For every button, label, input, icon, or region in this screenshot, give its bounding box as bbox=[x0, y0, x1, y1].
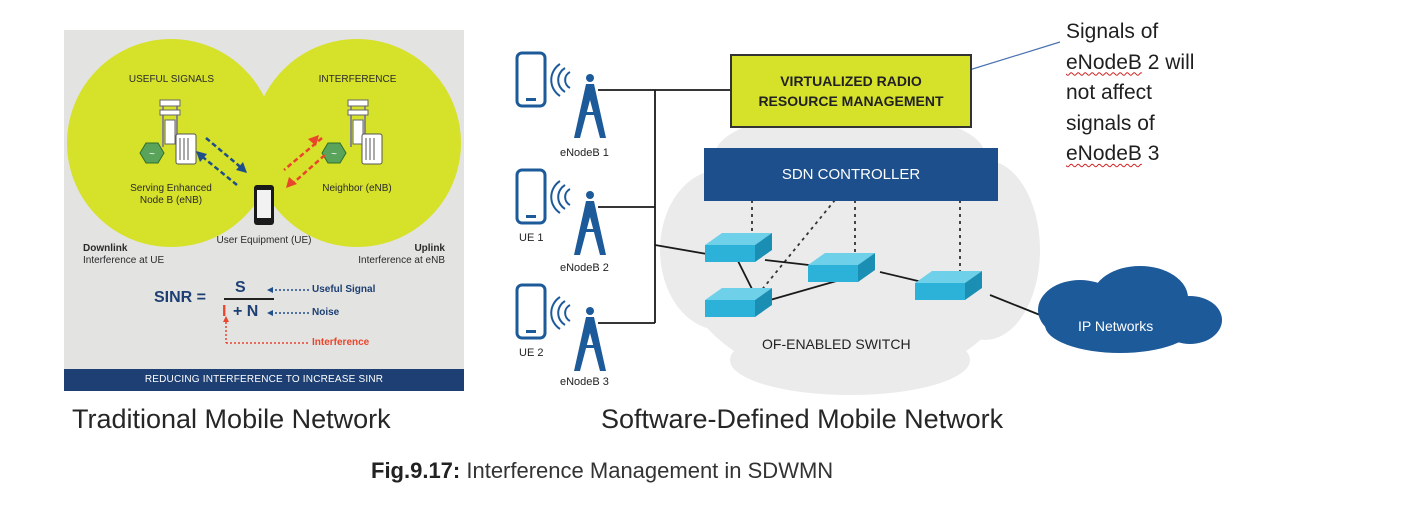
annotation-line-5-rest: 3 bbox=[1141, 142, 1160, 165]
useful-signal-arrows bbox=[198, 137, 245, 186]
noise-key: Noise bbox=[312, 307, 340, 318]
ue2-label: UE 2 bbox=[519, 347, 544, 359]
annotation-line-4: signals of bbox=[1066, 111, 1155, 135]
radio-wave-icons bbox=[550, 63, 571, 330]
uplink-subtitle: Interference at eNB bbox=[358, 255, 445, 266]
control-links bbox=[751, 199, 961, 293]
ip-networks-cloud bbox=[1038, 266, 1222, 353]
figure-number: Fig.9.17: bbox=[371, 458, 461, 483]
downlink-title: Downlink bbox=[83, 243, 128, 254]
phone-icon-3 bbox=[515, 283, 547, 340]
sinr-label: SINR = bbox=[154, 289, 207, 306]
enodeb1-label: eNodeB 1 bbox=[560, 147, 609, 159]
svg-text:~: ~ bbox=[331, 149, 337, 160]
annotation-enodeb-word-2: eNodeB bbox=[1066, 142, 1142, 165]
user-equipment-label: User Equipment (UE) bbox=[216, 235, 312, 246]
annotation-line-2: eNodeB 2 will bbox=[1066, 48, 1194, 79]
serving-hex-icon: ~ bbox=[139, 142, 165, 164]
serving-node-label: Serving Enhanced Node B (eNB) bbox=[130, 183, 212, 206]
phone-icon-1 bbox=[515, 51, 547, 108]
sinr-numerator: S bbox=[235, 279, 246, 296]
useful-signals-label: USEFUL SIGNALS bbox=[128, 74, 215, 85]
sinr-formula-lines bbox=[224, 289, 310, 344]
traditional-network-illustration: ~ ~ bbox=[67, 39, 461, 344]
annotation-line-1: Signals of bbox=[1066, 20, 1159, 43]
sdn-controller-box: SDN CONTROLLER bbox=[704, 148, 998, 201]
interference-label: INTERFERENCE bbox=[318, 74, 397, 85]
of-switch-2 bbox=[808, 253, 875, 282]
sdn-controller-label: SDN CONTROLLER bbox=[781, 166, 921, 183]
useful-signal-key: Useful Signal bbox=[312, 284, 376, 295]
annotation-line-3: not affect bbox=[1066, 81, 1153, 104]
enodeb3-label: eNodeB 3 bbox=[560, 376, 609, 388]
of-switch-1 bbox=[705, 233, 772, 262]
sinr-noise-term: + N bbox=[233, 303, 259, 320]
downlink-subtitle: Interference at UE bbox=[83, 255, 165, 266]
annotation-note: Signals of eNodeB 2 will not affect sign… bbox=[1066, 17, 1194, 170]
figure-title: Interference Management in SDWMN bbox=[460, 458, 834, 483]
serving-tower-icon bbox=[159, 99, 197, 165]
tower-icons bbox=[574, 74, 606, 371]
uplink-title: Uplink bbox=[414, 243, 445, 254]
backhaul-links bbox=[598, 89, 731, 324]
annotation-enodeb-word: eNodeB bbox=[1066, 50, 1142, 74]
traditional-network-panel: ~ ~ bbox=[64, 30, 464, 391]
traditional-caption: Traditional Mobile Network bbox=[72, 404, 391, 434]
neighbor-tower-icon bbox=[347, 99, 383, 165]
ue1-label: UE 1 bbox=[519, 232, 544, 244]
ip-networks-label: IP Networks bbox=[1078, 318, 1154, 334]
figure-caption: Fig.9.17: Interference Management in SDW… bbox=[371, 458, 833, 484]
annotation-line-2-rest: 2 will bbox=[1141, 50, 1195, 74]
neighbor-node-label: Neighbor (eNB) bbox=[322, 183, 392, 194]
interference-key: Interference bbox=[312, 337, 370, 348]
sinr-banner: REDUCING INTERFERENCE TO INCREASE SINR bbox=[64, 369, 464, 391]
vrrm-label: VIRTUALIZED RADIO RESOURCE MANAGEMENT bbox=[758, 73, 944, 109]
phone-icon-2 bbox=[515, 168, 547, 225]
neighbor-hex-icon: ~ bbox=[321, 142, 347, 164]
annotation-line-5: eNodeB 3 bbox=[1066, 139, 1194, 170]
enodeb2-label: eNodeB 2 bbox=[560, 262, 609, 274]
switch-label: OF-ENABLED SWITCH bbox=[762, 336, 911, 352]
user-equipment-phone-icon bbox=[254, 185, 274, 225]
svg-text:~: ~ bbox=[149, 149, 155, 160]
software-defined-caption: Software-Defined Mobile Network bbox=[601, 404, 1004, 434]
of-switch-4 bbox=[915, 271, 982, 300]
of-switch-3 bbox=[705, 288, 772, 317]
vrrm-box: VIRTUALIZED RADIO RESOURCE MANAGEMENT bbox=[730, 54, 972, 128]
sinr-interference-term: I bbox=[222, 303, 227, 320]
